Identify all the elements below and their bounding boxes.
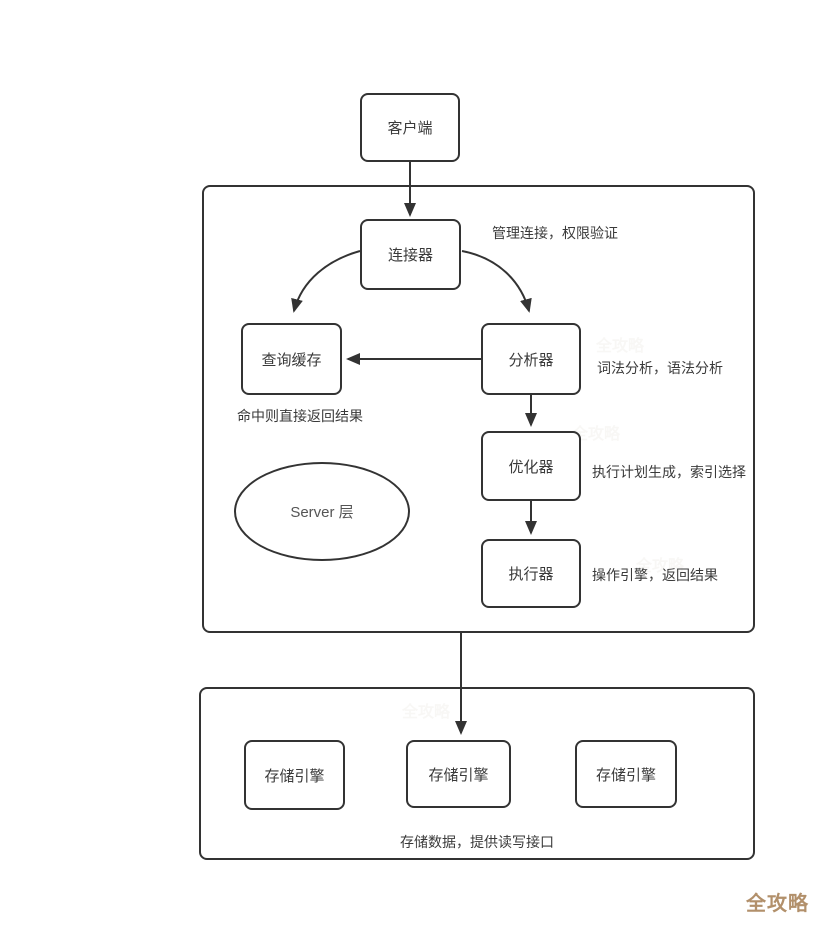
site-watermark: 全攻略 xyxy=(746,893,809,915)
node-storage-engine-2: 存储引擎 xyxy=(406,740,511,808)
node-analyzer: 分析器 xyxy=(481,323,581,395)
node-connector-label: 连接器 xyxy=(387,247,433,264)
executor-annotation: 操作引擎，返回结果 xyxy=(592,567,718,583)
arrow-connector-to-analyzer xyxy=(461,250,532,313)
node-storage-engine-1-label: 存储引擎 xyxy=(264,767,325,785)
server-layer-label: Server 层 xyxy=(290,504,354,521)
node-analyzer-label: 分析器 xyxy=(508,351,554,369)
arrow-connector-to-query-cache xyxy=(291,250,361,313)
node-client-label: 客户端 xyxy=(387,120,433,137)
node-storage-engine-3: 存储引擎 xyxy=(575,740,677,808)
node-query-cache-label: 查询缓存 xyxy=(261,351,322,369)
query-cache-annotation: 命中则直接返回结果 xyxy=(237,408,363,424)
faint-watermark: 全攻略 xyxy=(402,704,451,721)
optimizer-annotation: 执行计划生成，索引选择 xyxy=(592,464,746,480)
node-connector: 连接器 xyxy=(360,219,461,290)
node-storage-engine-2-label: 存储引擎 xyxy=(428,766,489,784)
node-query-cache: 查询缓存 xyxy=(241,323,342,395)
node-storage-engine-1: 存储引擎 xyxy=(244,740,345,810)
server-layer-ellipse: Server 层 xyxy=(234,462,410,561)
server-layer-container xyxy=(202,185,755,633)
connector-annotation: 管理连接，权限验证 xyxy=(492,225,618,241)
faint-watermark: 全攻略 xyxy=(596,338,645,355)
node-optimizer-label: 优化器 xyxy=(508,458,554,476)
node-executor-label: 执行器 xyxy=(508,566,554,583)
faint-watermark: 全攻略 xyxy=(572,426,621,443)
node-executor: 执行器 xyxy=(481,539,581,608)
faint-watermark: 全攻略 xyxy=(636,558,685,575)
storage-annotation: 存储数据，提供读写接口 xyxy=(400,834,554,850)
node-optimizer: 优化器 xyxy=(481,431,581,501)
node-client: 客户端 xyxy=(360,93,460,162)
analyzer-annotation: 词法分析，语法分析 xyxy=(597,360,723,376)
storage-layer-container xyxy=(199,687,755,860)
node-storage-engine-3-label: 存储引擎 xyxy=(595,766,656,784)
